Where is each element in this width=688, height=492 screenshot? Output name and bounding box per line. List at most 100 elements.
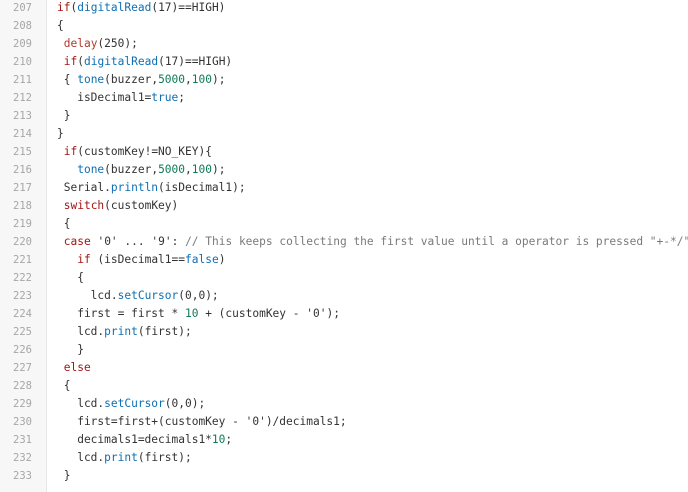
code-token: 10 [184,307,199,320]
code-line[interactable]: 224 first = first * 10 + (customKey - '0… [0,305,688,323]
code-token: print [104,325,138,338]
code-token: } [57,343,84,356]
code-text: { tone(buzzer,5000,100); [57,71,226,89]
code-line[interactable]: 232 lcd.print(first); [0,449,688,467]
line-number: 229 [13,398,32,410]
code-line[interactable]: 215 if(customKey!=NO_KEY){ [0,143,688,161]
code-line[interactable]: 229 lcd.setCursor(0,0); [0,395,688,413]
line-number: 218 [13,200,32,212]
code-line[interactable]: 231 decimals1=decimals1*10; [0,431,688,449]
line-number: 209 [13,38,32,50]
line-number: 207 [13,2,32,14]
code-line[interactable]: 210 if(digitalRead(17)==HIGH) [0,53,688,71]
code-token: (isDecimal1); [158,181,246,194]
line-number: 214 [13,128,32,140]
code-token: decimals1=decimals1* [57,433,212,446]
code-line[interactable]: 223 lcd.setCursor(0,0); [0,287,688,305]
code-token: false [185,253,219,266]
code-token: 5000 [158,163,186,176]
code-token: case [63,235,91,248]
code-line[interactable]: 221 if (isDecimal1==false) [0,251,688,269]
code-line[interactable]: 214} [0,125,688,143]
code-line[interactable]: 208{ [0,17,688,35]
code-text: } [57,467,71,485]
code-token: ); [211,73,226,86]
line-number: 222 [13,272,32,284]
code-token: first=first+(customKey - [57,415,246,428]
code-token: if [63,55,78,68]
code-text: switch(customKey) [57,197,179,215]
code-token: 100 [191,73,212,86]
code-token: , [185,73,192,86]
line-number: 225 [13,326,32,338]
code-line[interactable]: 230 first=first+(customKey - '0')/decima… [0,413,688,431]
code-line[interactable]: 209 delay(250); [0,35,688,53]
code-text: } [57,341,84,359]
line-number: 221 [13,254,32,266]
code-line[interactable]: 227 else [0,359,688,377]
code-token: 10 [211,433,226,446]
line-number: 219 [13,218,32,230]
code-token: (17)==HIGH) [151,1,226,14]
code-line[interactable]: 212 isDecimal1=true; [0,89,688,107]
code-text: lcd.setCursor(0,0); [57,395,205,413]
code-token: (customKey) [104,199,179,212]
code-text: lcd.print(first); [57,449,192,467]
code-line[interactable]: 207 if(digitalRead(17)==HIGH) [0,0,688,17]
code-token: setCursor [104,397,165,410]
code-line[interactable]: 226 } [0,341,688,359]
code-token: (0,0); [164,397,206,410]
code-line[interactable]: 233 } [0,467,688,485]
code-token: { [57,379,71,392]
code-line[interactable]: 219 { [0,215,688,233]
line-number: 217 [13,182,32,194]
code-line[interactable]: 222 { [0,269,688,287]
code-token: : [171,235,186,248]
code-line[interactable]: 217 Serial.println(isDecimal1); [0,179,688,197]
line-number: 227 [13,362,32,374]
code-line[interactable]: 228 { [0,377,688,395]
code-token: (0,0); [178,289,219,302]
code-token [57,253,77,266]
code-line[interactable]: 213 } [0,107,688,125]
code-token: ... [117,235,152,248]
code-line[interactable]: 220 case '0' ... '9': // This keeps coll… [0,233,688,251]
code-token: (customKey!=NO_KEY){ [77,145,212,158]
line-number: 211 [13,74,32,86]
code-token: ( [70,1,78,14]
code-line[interactable]: 218 switch(customKey) [0,197,688,215]
code-token: Serial. [57,181,111,194]
code-token: lcd. [57,451,105,464]
code-token: (isDecimal1== [90,253,185,266]
code-token: { [57,217,71,230]
code-text: if(digitalRead(17)==HIGH) [57,0,225,17]
code-line[interactable]: 211 { tone(buzzer,5000,100); [0,71,688,89]
code-text: decimals1=decimals1*10; [57,431,232,449]
code-token: switch [63,199,105,212]
code-token: ); [326,307,340,320]
code-token: first = first * [57,307,185,320]
code-token [57,199,64,212]
code-line[interactable]: 216 tone(buzzer,5000,100); [0,161,688,179]
code-token [57,235,64,248]
line-number: 215 [13,146,32,158]
code-text: { [57,269,84,287]
code-text: if (isDecimal1==false) [57,251,225,269]
code-text: Serial.println(isDecimal1); [57,179,246,197]
code-token [57,55,64,68]
code-text: else [57,359,91,377]
code-token: setCursor [117,289,179,302]
code-token: } [57,127,64,140]
code-text: first=first+(customKey - '0')/decimals1; [57,413,346,431]
code-text: delay(250); [57,35,138,53]
code-text: { [57,377,71,395]
line-number: 230 [13,416,32,428]
code-token: '0' [97,235,118,248]
code-token: delay [63,37,98,50]
code-token: (250); [97,37,138,50]
code-token [57,145,64,158]
code-text: case '0' ... '9': // This keeps collecti… [57,233,688,251]
code-token: '0' [245,415,266,428]
code-line[interactable]: 225 lcd.print(first); [0,323,688,341]
